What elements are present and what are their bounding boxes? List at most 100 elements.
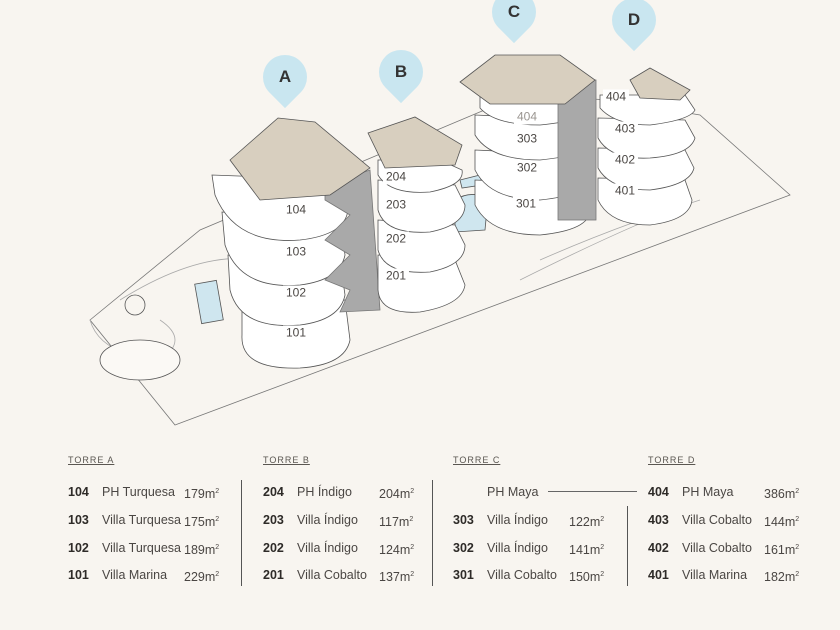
tower-b [367, 116, 466, 313]
area-unit-exponent: 2 [410, 488, 415, 495]
unit-name: Villa Marina [102, 568, 168, 582]
unit-label-401[interactable]: 401 [611, 183, 639, 199]
unit-name: Villa Índigo [297, 541, 358, 555]
pool-a [194, 279, 224, 325]
tower-heading: TORRE B [263, 455, 310, 465]
marker-label: D [627, 10, 641, 29]
area-value: 144m [764, 515, 796, 530]
marker-label: C [507, 2, 521, 21]
unit-label-403[interactable]: 403 [611, 121, 639, 137]
area-value: 124m [379, 543, 411, 558]
unit-name: Villa Cobalto [297, 568, 367, 582]
area-unit-exponent: 2 [409, 516, 414, 523]
unit-label-203[interactable]: 203 [382, 197, 410, 213]
unit-area: 137m2 [379, 567, 414, 585]
area-value: 386m [764, 487, 796, 502]
roof-c [459, 54, 596, 105]
unit-number: 104 [68, 485, 89, 499]
unit-name: Villa Turquesa [102, 513, 181, 527]
area-unit-exponent: 2 [410, 544, 415, 551]
unit-name: Villa Índigo [297, 513, 358, 527]
unit-area: 179m2 [184, 484, 219, 502]
unit-name: Villa Cobalto [682, 541, 752, 555]
tower-c [459, 54, 597, 236]
unit-area: 124m2 [379, 540, 414, 558]
area-value: 189m [184, 543, 216, 558]
area-value: 175m [184, 515, 216, 530]
area-unit-exponent: 2 [600, 571, 605, 578]
roof-d [629, 67, 691, 101]
divider [432, 480, 433, 586]
unit-name: PH Índigo [297, 485, 352, 499]
area-unit-exponent: 2 [795, 488, 800, 495]
unit-name: Villa Índigo [487, 513, 548, 527]
tower-d [597, 67, 696, 226]
area-unit-exponent: 2 [795, 516, 800, 523]
unit-label-404[interactable]: 404 [602, 89, 630, 105]
unit-label-202[interactable]: 202 [382, 231, 410, 247]
area-unit-exponent: 2 [410, 571, 415, 578]
unit-label-302[interactable]: 302 [513, 160, 541, 176]
divider [241, 480, 242, 586]
unit-label-303[interactable]: 303 [513, 131, 541, 147]
unit-label-301[interactable]: 301 [512, 196, 540, 212]
unit-area: 150m2 [569, 567, 604, 585]
tower-d-marker[interactable]: D [602, 0, 666, 52]
area-value: 141m [569, 543, 601, 558]
unit-number: 301 [453, 568, 474, 582]
area-unit-exponent: 2 [215, 544, 220, 551]
axonometric-drawing [89, 54, 791, 426]
unit-area: 229m2 [184, 567, 219, 585]
tower-a-marker[interactable]: A [253, 45, 317, 109]
unit-number: 404 [648, 485, 669, 499]
unit-name: Villa Cobalto [682, 513, 752, 527]
unit-area: 189m2 [184, 540, 219, 558]
area-value: 179m [184, 487, 216, 502]
area-unit-exponent: 2 [215, 571, 220, 578]
unit-label-204[interactable]: 204 [382, 169, 410, 185]
unit-name: Villa Turquesa [102, 541, 181, 555]
unit-label-201[interactable]: 201 [382, 268, 410, 284]
area-unit-exponent: 2 [795, 571, 800, 578]
tower-heading: TORRE D [648, 455, 696, 465]
unit-label-104[interactable]: 104 [282, 202, 310, 218]
fountain [124, 294, 146, 316]
unit-area: 204m2 [379, 484, 414, 502]
divider [627, 506, 628, 586]
unit-label-102[interactable]: 102 [282, 285, 310, 301]
unit-number: 202 [263, 541, 284, 555]
tower-a [211, 117, 381, 369]
unit-name: Villa Cobalto [487, 568, 557, 582]
landscape-lines [89, 199, 701, 361]
unit-number: 203 [263, 513, 284, 527]
unit-number: 102 [68, 541, 89, 555]
area-unit-exponent: 2 [215, 516, 220, 523]
area-value: 137m [379, 570, 411, 585]
marker-label: A [278, 67, 292, 86]
area-value: 161m [764, 543, 796, 558]
unit-name: Villa Marina [682, 568, 748, 582]
unit-number: 103 [68, 513, 89, 527]
unit-name: PH Maya [682, 485, 734, 499]
area-value: 204m [379, 487, 411, 502]
unit-number: 302 [453, 541, 474, 555]
core-a [324, 169, 381, 313]
area-value: 229m [184, 570, 216, 585]
unit-name: PH Maya [487, 485, 539, 499]
unit-number: 303 [453, 513, 474, 527]
unit-label-c-404[interactable]: 404 [513, 109, 541, 125]
tower-c-marker[interactable]: C [482, 0, 546, 44]
unit-label-101[interactable]: 101 [282, 325, 310, 341]
marker-label: B [394, 62, 408, 81]
area-value: 182m [764, 570, 796, 585]
roof-a [229, 117, 371, 201]
tower-heading: TORRE C [453, 455, 501, 465]
area-unit-exponent: 2 [215, 488, 220, 495]
unit-area: 161m2 [764, 540, 799, 558]
area-value: 117m [379, 515, 410, 530]
unit-label-402[interactable]: 402 [611, 152, 639, 168]
unit-name: Villa Índigo [487, 541, 548, 555]
area-value: 122m [569, 515, 601, 530]
unit-label-103[interactable]: 103 [282, 244, 310, 260]
tower-b-marker[interactable]: B [369, 40, 433, 104]
